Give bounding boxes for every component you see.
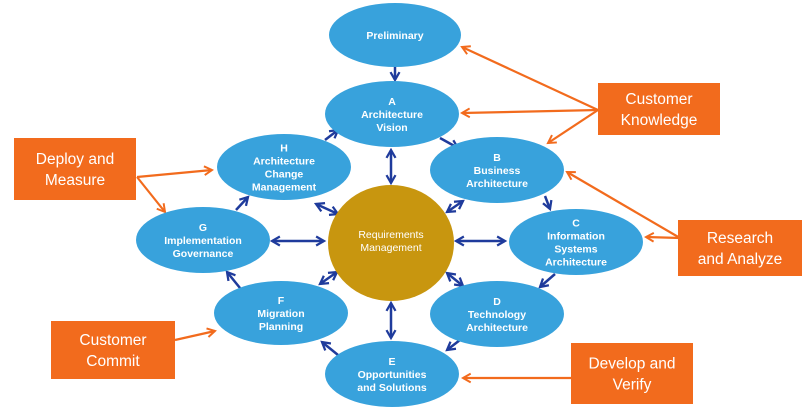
cycle-arrow [445, 339, 461, 352]
arrows-layer [136, 45, 681, 384]
activity-box-label: Commit [86, 353, 140, 370]
activity-box-label: Develop and [588, 356, 675, 373]
activity-box-rect [14, 138, 136, 200]
phase-label: G [199, 222, 207, 234]
nodes-layer: PreliminaryAArchitectureVisionBBusinessA… [136, 3, 643, 407]
phase-label: and Solutions [357, 382, 427, 394]
activity-box-rect [571, 343, 693, 404]
activity-box-label: Measure [45, 172, 105, 189]
cycle-arrow [320, 340, 339, 356]
phase-ellipse [325, 341, 459, 407]
center-label: Requirements [358, 229, 423, 241]
activity-box-label: Knowledge [621, 112, 698, 129]
phase-label: Technology [468, 309, 526, 321]
phase-label: Opportunities [358, 369, 427, 381]
phase-label: Architecture [466, 178, 528, 190]
cycle-arrow [225, 270, 241, 289]
phase-ellipse [430, 137, 564, 203]
phase-label: Implementation [164, 235, 242, 247]
activity-box-label: and Analyze [698, 251, 782, 268]
phase-label: E [388, 356, 395, 368]
phase-label: Preliminary [366, 30, 423, 42]
input-arrow [565, 170, 681, 239]
phase-label: Change [265, 169, 304, 181]
input-arrow [644, 231, 681, 243]
phase-label: Planning [259, 321, 303, 333]
input-arrow [460, 107, 599, 119]
phase-label: Systems [554, 244, 597, 256]
phase-ellipse [136, 207, 270, 273]
activity-box-label: Research [707, 230, 773, 247]
phase-label: Architecture [253, 156, 315, 168]
phase-label: D [493, 296, 501, 308]
activity-box-label: Customer [625, 91, 692, 108]
phase-label: B [493, 152, 501, 164]
cycle-arrow [542, 195, 553, 212]
center-link-arrow [445, 271, 465, 288]
cycle-arrow [538, 273, 556, 289]
center-link-arrow [318, 270, 339, 286]
activity-box-rect [51, 321, 175, 379]
center-ellipse [328, 185, 454, 301]
phase-ellipse [214, 281, 348, 345]
cycle-arrow [235, 195, 250, 211]
phase-label: F [278, 295, 285, 307]
phase-label: Governance [173, 248, 234, 260]
phase-ellipse [509, 209, 643, 275]
phase-ellipse [217, 134, 351, 200]
input-arrow [546, 109, 599, 145]
phase-ellipse [430, 281, 564, 347]
input-arrow [136, 176, 167, 214]
phase-ellipse [325, 81, 459, 147]
activity-box-label: Verify [613, 377, 652, 394]
phase-label: Information [547, 231, 605, 243]
phase-label: Business [474, 165, 521, 177]
activity-box-label: Customer [79, 332, 146, 349]
phase-label: Architecture [466, 322, 528, 334]
phase-node-prelim[interactable]: Preliminary [329, 3, 461, 67]
activity-box-research-analyze[interactable]: Research and Analyze [678, 220, 802, 276]
input-arrow [174, 327, 217, 342]
activity-box-label: Deploy and [36, 151, 114, 168]
phase-label: Migration [257, 308, 304, 320]
activity-box-rect [598, 83, 720, 135]
activity-box-rect [678, 220, 802, 276]
phase-label: C [572, 218, 580, 230]
phase-label: Architecture [545, 257, 607, 269]
input-arrow [460, 45, 599, 111]
phase-label: A [388, 96, 396, 108]
input-arrow [136, 165, 214, 179]
center-link-arrow [313, 202, 341, 216]
center-link-arrow [445, 199, 465, 214]
phase-label: Management [252, 182, 317, 194]
phase-label: H [280, 143, 288, 155]
center-label: Management [360, 242, 421, 254]
phase-label: Vision [376, 122, 407, 134]
phase-ellipse [329, 3, 461, 67]
phase-label: Architecture [361, 109, 423, 121]
